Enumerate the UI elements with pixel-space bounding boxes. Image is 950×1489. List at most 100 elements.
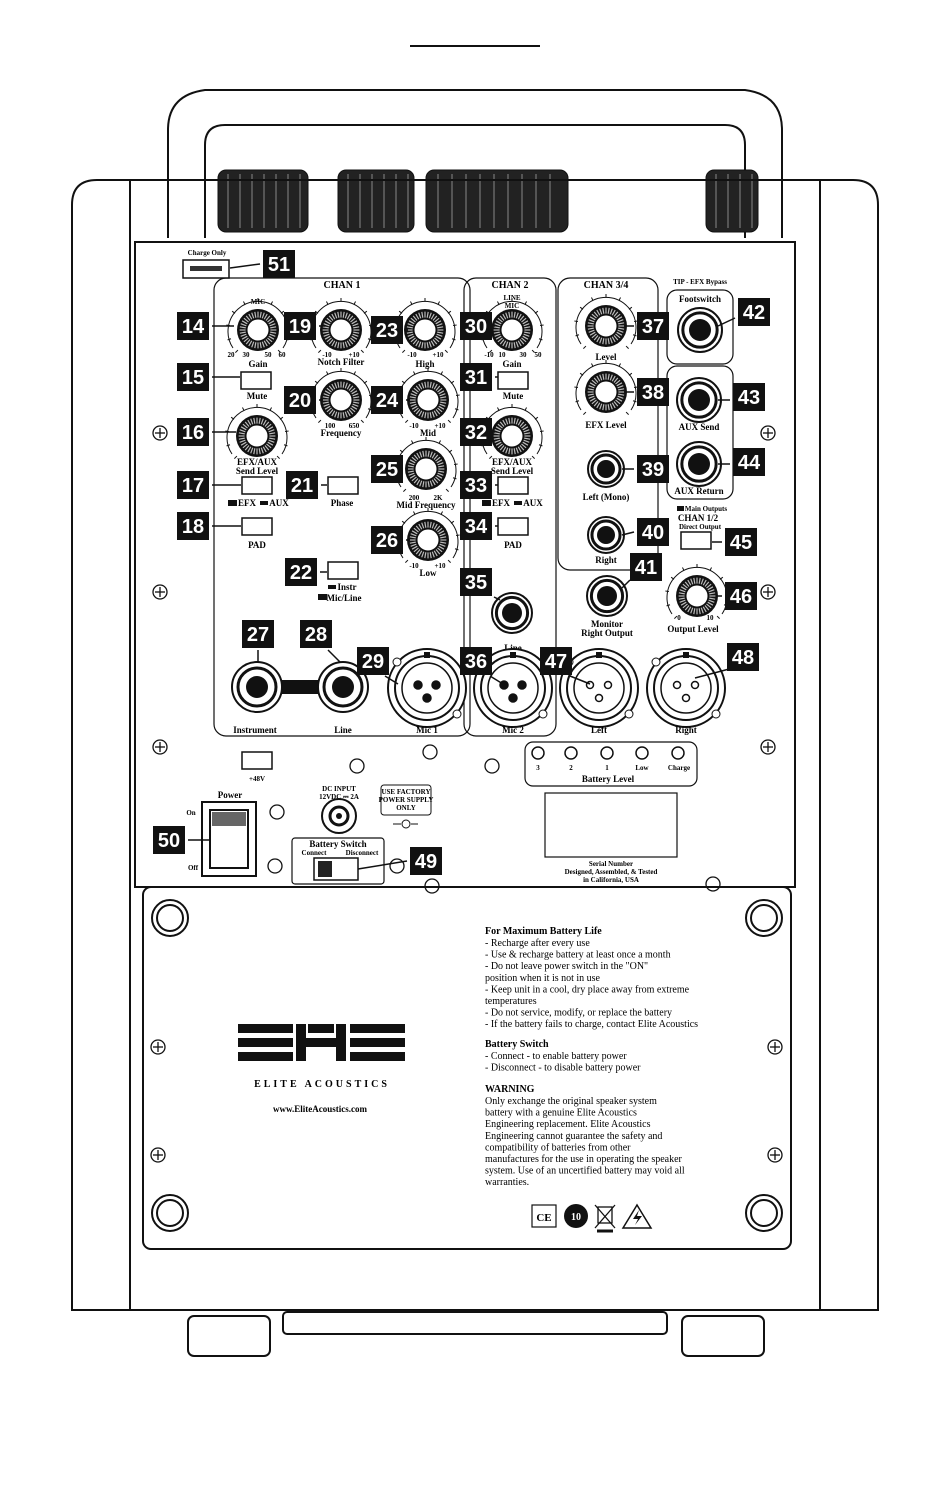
charge-only-label: Charge Only bbox=[188, 249, 227, 257]
cover-screw-icon bbox=[745, 1194, 783, 1232]
callout-33: 33 bbox=[460, 471, 498, 499]
low-knob[interactable] bbox=[396, 508, 460, 563]
mic1-xlr[interactable] bbox=[387, 648, 467, 728]
chan12-direct-output-button[interactable] bbox=[680, 531, 712, 550]
mic-line-marker bbox=[318, 594, 327, 600]
level-knob[interactable] bbox=[574, 294, 638, 349]
left-mono-label: Left (Mono) bbox=[583, 492, 630, 502]
callout-25: 25 bbox=[371, 455, 408, 483]
instr-mic-line-button[interactable] bbox=[327, 561, 359, 580]
ce-mark: CE bbox=[536, 1212, 551, 1224]
carry-handle bbox=[167, 89, 783, 238]
svg-text:48: 48 bbox=[732, 647, 754, 669]
svg-text:33: 33 bbox=[465, 475, 487, 497]
efx-aux-button[interactable] bbox=[241, 476, 273, 495]
power-off-label: Off bbox=[188, 864, 199, 872]
svg-text:43: 43 bbox=[738, 387, 760, 409]
gain-scale-1: 30 bbox=[243, 351, 251, 359]
svg-text:40: 40 bbox=[642, 522, 664, 544]
battery-info-text: For Maximum Battery Life- Recharge after… bbox=[485, 926, 698, 1188]
pad2-button[interactable] bbox=[497, 517, 529, 536]
gain2-knob[interactable] bbox=[480, 298, 544, 353]
aux-return-jack[interactable] bbox=[676, 441, 722, 487]
footswitch-jack[interactable] bbox=[677, 307, 723, 353]
notch-filter-knob[interactable] bbox=[309, 298, 373, 353]
instr-marker bbox=[328, 585, 336, 589]
chan1-section bbox=[213, 277, 471, 737]
line-label: Line bbox=[334, 725, 352, 735]
usb-port-slot bbox=[190, 266, 222, 271]
aux2-marker bbox=[514, 501, 522, 505]
mic2-xlr[interactable] bbox=[473, 648, 553, 728]
callout-45: 45 bbox=[712, 528, 757, 556]
midfreq-scale-0: 200 bbox=[409, 494, 420, 502]
aux-label: AUX bbox=[269, 498, 289, 508]
svg-text:49: 49 bbox=[415, 851, 437, 873]
line-quarter-jack[interactable] bbox=[491, 592, 533, 634]
output-level-knob[interactable] bbox=[665, 564, 729, 619]
pad-button[interactable] bbox=[241, 517, 273, 536]
battery-led bbox=[600, 746, 614, 760]
mid-frequency-knob[interactable] bbox=[394, 437, 458, 492]
aux-send-jack[interactable] bbox=[676, 377, 722, 423]
efx-aux-send-knob[interactable] bbox=[225, 404, 289, 459]
power-on-label: On bbox=[186, 809, 195, 817]
high-knob[interactable] bbox=[393, 298, 457, 353]
svg-text:21: 21 bbox=[291, 475, 313, 497]
right34-jack[interactable] bbox=[587, 516, 625, 554]
mute-label: Mute bbox=[247, 391, 268, 401]
callout-21: 21 bbox=[286, 471, 327, 499]
aux-send-label: AUX Send bbox=[679, 422, 720, 432]
battery-info-line: position when it is not in use bbox=[485, 973, 601, 984]
svg-text:22: 22 bbox=[290, 562, 312, 584]
gain-knob[interactable] bbox=[226, 298, 290, 353]
left-mono-jack[interactable] bbox=[587, 450, 625, 488]
designed-label: Designed, Assembled, & Tested bbox=[565, 868, 658, 876]
monitor-right-jack[interactable] bbox=[586, 575, 628, 617]
right-xlr[interactable] bbox=[646, 648, 726, 728]
low-scale-0: -10 bbox=[409, 562, 419, 570]
callout-28: 28 bbox=[300, 620, 341, 663]
svg-text:23: 23 bbox=[376, 320, 398, 342]
disconnect-label: Disconnect bbox=[346, 849, 379, 857]
cover-plus-screw-icon bbox=[767, 1147, 783, 1163]
battery-leds bbox=[531, 746, 685, 760]
callout-46: 46 bbox=[716, 582, 757, 610]
efx-aux2-button[interactable] bbox=[497, 476, 529, 495]
left-xlr[interactable] bbox=[559, 648, 639, 728]
mute2-button[interactable] bbox=[497, 371, 529, 390]
panel-screw-icon bbox=[760, 425, 776, 441]
battery-led bbox=[635, 746, 649, 760]
battery-info-line: - Do not leave power switch in the "ON" bbox=[485, 961, 648, 972]
warning-line: system. Use of an uncertified battery ma… bbox=[485, 1166, 685, 1177]
callout-49: 49 bbox=[357, 847, 442, 875]
aux-marker bbox=[260, 501, 268, 505]
gain-label: Gain bbox=[248, 359, 267, 369]
low-label: Low bbox=[419, 568, 437, 578]
monitor-label: Monitor bbox=[591, 619, 623, 629]
right-output-xlr-label: Right bbox=[675, 725, 697, 735]
callout-34: 34 bbox=[460, 512, 498, 540]
ce-mark-icon bbox=[531, 1204, 557, 1228]
panel-screw-icon bbox=[269, 804, 285, 820]
notch-scale-1: +10 bbox=[349, 351, 360, 359]
phantom-48v-button[interactable] bbox=[241, 751, 273, 770]
factory-line-2: POWER SUPPLY bbox=[379, 796, 434, 804]
efx-level-knob[interactable] bbox=[574, 360, 638, 415]
weee-bin-icon bbox=[594, 1204, 616, 1233]
efx-aux2-label: EFX/AUX bbox=[492, 457, 532, 467]
mid-knob[interactable] bbox=[396, 368, 460, 423]
battery-info-line: - Do not service, modify, or replace the… bbox=[485, 1008, 672, 1019]
instrument-label: Instrument bbox=[233, 725, 277, 735]
efx-level-label: EFX Level bbox=[585, 420, 627, 430]
mute-button[interactable] bbox=[240, 371, 272, 390]
efx2-label: EFX bbox=[492, 498, 511, 508]
phase-button[interactable] bbox=[327, 476, 359, 495]
factory-supply-notice bbox=[380, 784, 432, 816]
battery-cover bbox=[142, 886, 792, 1250]
frequency-label: Frequency bbox=[321, 428, 362, 438]
frequency-knob[interactable] bbox=[309, 368, 373, 423]
mid-label: Mid bbox=[420, 428, 436, 438]
notch-scale-0: -10 bbox=[322, 351, 332, 359]
